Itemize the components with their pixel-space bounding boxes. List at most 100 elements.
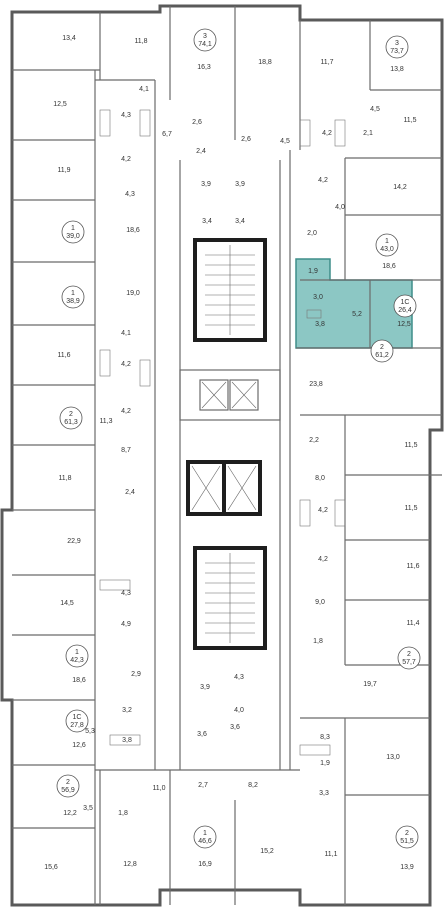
room-area-label: 11,1 <box>324 851 337 858</box>
room-area-label: 14,5 <box>60 600 74 607</box>
room-area-label: 3,5 <box>83 805 93 812</box>
badge-rooms: 1 <box>203 830 207 837</box>
room-area-label: 8,3 <box>320 734 330 741</box>
room-area-label: 4,5 <box>280 138 290 145</box>
bathroom-fixtures <box>99 109 346 756</box>
room-area-label: 2,6 <box>241 136 251 143</box>
room-area-label: 13,9 <box>400 864 414 871</box>
apartment-badge[interactable]: 1 42,3 <box>65 644 89 668</box>
room-area-label: 3,6 <box>197 731 207 738</box>
badge-area: 27,8 <box>70 722 84 729</box>
apartment-badge[interactable]: 2 61,2 <box>370 339 394 363</box>
room-area-label: 11,5 <box>404 442 417 449</box>
room-area-label: 3,3 <box>319 790 329 797</box>
badge-rooms: 1С <box>401 299 410 306</box>
room-area-label: 11,7 <box>320 59 333 66</box>
badge-area: 42,3 <box>70 657 84 664</box>
room-area-label: 3,6 <box>230 724 240 731</box>
outer-walls <box>0 4 444 907</box>
room-area-label: 8,7 <box>121 447 131 454</box>
room-area-label: 4,2 <box>318 177 328 184</box>
room-area-label: 6,7 <box>162 131 172 138</box>
room-area-label: 13,4 <box>62 35 76 42</box>
room-area-label: 2,0 <box>307 230 317 237</box>
apartment-badge[interactable]: 2 51,5 <box>395 825 419 849</box>
apartment-badge[interactable]: 2 61,3 <box>59 406 83 430</box>
apartment-badge[interactable]: 2 56,9 <box>56 774 80 798</box>
room-area-label: 2,9 <box>131 671 141 678</box>
room-area-label: 1,9 <box>320 760 330 767</box>
room-area-label: 13,8 <box>390 66 404 73</box>
room-area-label: 4,2 <box>121 361 131 368</box>
badge-rooms: 1 <box>71 225 75 232</box>
room-area-label: 16,9 <box>198 861 212 868</box>
badge-rooms: 3 <box>203 33 207 40</box>
badge-rooms: 2 <box>380 344 384 351</box>
room-area-label: 11,0 <box>152 785 165 792</box>
badge-area: 46,6 <box>198 838 212 845</box>
room-area-label: 1,8 <box>313 638 323 645</box>
room-area-label: 12,2 <box>63 810 77 817</box>
room-area-label: 2,4 <box>125 489 135 496</box>
apartment-badges: 3 74,1 3 73,7 1 39,0 1 43,0 1 38,9 1С 26… <box>56 28 421 849</box>
room-area-label: 23,8 <box>309 381 323 388</box>
room-area-label: 2,1 <box>363 130 373 137</box>
left-wing-walls <box>12 6 300 905</box>
room-area-label: 3,4 <box>202 218 212 225</box>
badge-area: 38,9 <box>66 298 80 305</box>
room-area-label: 4,5 <box>370 106 380 113</box>
room-area-label: 1,9 <box>308 268 318 275</box>
room-area-label: 19,7 <box>363 681 377 688</box>
room-area-label: 8,2 <box>248 782 258 789</box>
room-area-label: 2,7 <box>198 782 208 789</box>
room-area-label: 3,9 <box>200 684 210 691</box>
room-area-label: 3,9 <box>235 181 245 188</box>
badge-rooms: 1 <box>71 290 75 297</box>
room-area-label: 11,3 <box>99 418 112 425</box>
right-wing-walls <box>289 20 442 905</box>
room-area-label: 14,2 <box>393 184 407 191</box>
room-area-label: 3,4 <box>235 218 245 225</box>
apartment-badge[interactable]: 1 38,9 <box>61 285 85 309</box>
room-area-label: 22,9 <box>67 538 81 545</box>
badge-rooms: 3 <box>395 40 399 47</box>
apartment-badge[interactable]: 1С 27,8 <box>65 709 89 733</box>
room-area-label: 4,3 <box>121 112 131 119</box>
room-area-label: 4,9 <box>121 621 131 628</box>
room-area-label: 15,2 <box>260 848 274 855</box>
room-area-label: 4,3 <box>125 191 135 198</box>
apartment-badge[interactable]: 3 73,7 <box>385 35 409 59</box>
room-area-label: 4,3 <box>234 674 244 681</box>
room-area-label: 13,0 <box>386 754 400 761</box>
room-area-label: 8,0 <box>315 475 325 482</box>
badge-area: 74,1 <box>198 41 212 48</box>
room-area-label: 11,5 <box>404 505 417 512</box>
badge-rooms: 1С <box>73 714 82 721</box>
apartment-badge[interactable]: 3 74,1 <box>193 28 217 52</box>
room-area-label: 15,6 <box>44 864 58 871</box>
room-area-label: 18,8 <box>258 59 272 66</box>
room-area-label: 4,2 <box>318 556 328 563</box>
room-area-label: 11,8 <box>58 475 71 482</box>
badge-rooms: 2 <box>407 651 411 658</box>
central-core <box>179 160 281 770</box>
room-area-label: 5,3 <box>85 728 95 735</box>
apartment-badge[interactable]: 1 43,0 <box>375 233 399 257</box>
apartment-badge[interactable]: 1С 26,4 <box>393 294 417 318</box>
apartment-badge[interactable]: 1 39,0 <box>61 220 85 244</box>
badge-area: 26,4 <box>398 307 412 314</box>
room-area-label: 18,6 <box>126 227 140 234</box>
badge-rooms: 1 <box>385 238 389 245</box>
room-area-label: 12,5 <box>53 101 67 108</box>
room-area-label: 3,8 <box>315 321 325 328</box>
room-area-label: 2,2 <box>309 437 319 444</box>
room-area-label: 18,6 <box>72 677 86 684</box>
badge-rooms: 2 <box>66 779 70 786</box>
room-area-label: 4,2 <box>318 507 328 514</box>
apartment-badge[interactable]: 1 46,6 <box>193 825 217 849</box>
badge-area: 61,3 <box>64 419 78 426</box>
apartment-badge[interactable]: 2 57,7 <box>397 646 421 670</box>
room-area-label: 1,8 <box>118 810 128 817</box>
badge-area: 56,9 <box>61 787 75 794</box>
